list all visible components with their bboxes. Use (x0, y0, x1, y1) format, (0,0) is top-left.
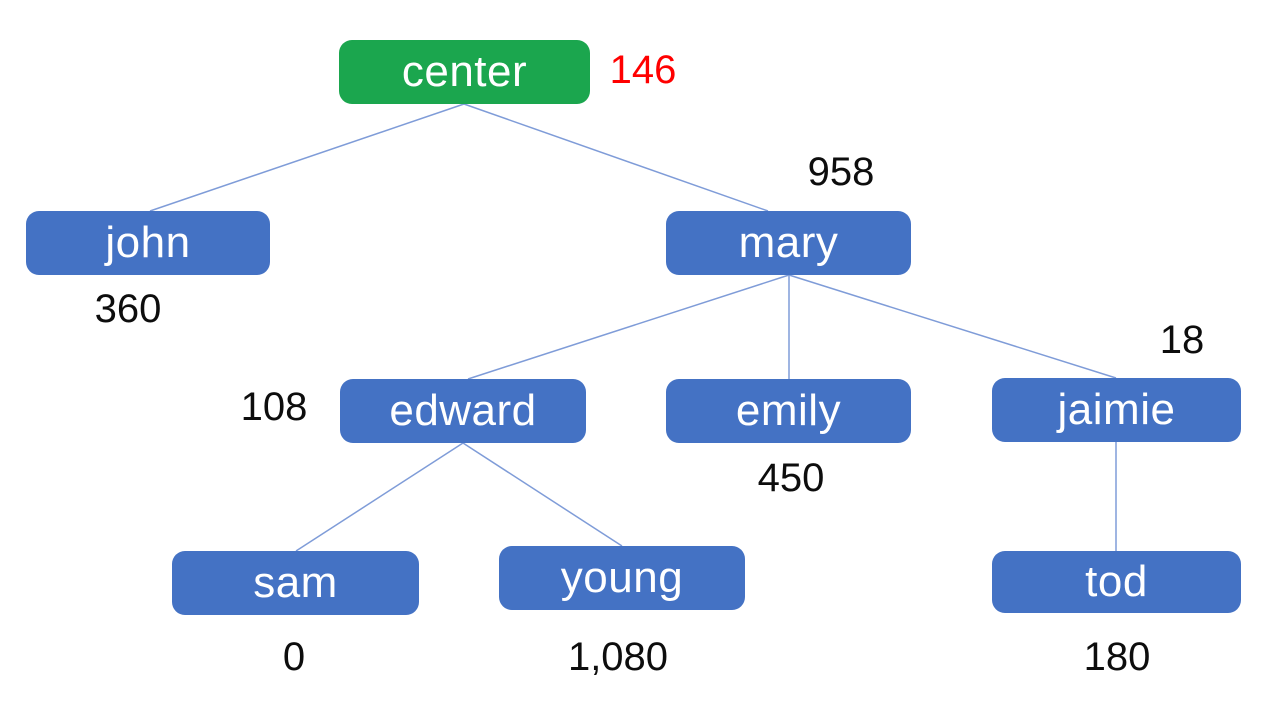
value-center: 146 (609, 48, 677, 92)
node-emily-label: emily (735, 386, 842, 435)
value-john: 360 (94, 287, 162, 331)
node-sam[interactable]: sam (172, 551, 419, 615)
edge-mary-jaimie (788, 274, 1117, 379)
value-emily: 450 (757, 456, 825, 500)
edge-edward-sam (295, 442, 464, 552)
value-jaimie: 18 (1159, 318, 1205, 362)
node-jaimie[interactable]: jaimie (992, 378, 1241, 442)
node-john-label: john (105, 218, 191, 267)
edge-center-john (149, 103, 465, 212)
value-edward: 108 (240, 385, 308, 429)
node-center-label: center (401, 47, 528, 96)
node-emily[interactable]: emily (666, 379, 911, 443)
node-edward-label: edward (389, 386, 537, 435)
node-tod-label: tod (1085, 557, 1148, 606)
node-sam-label: sam (253, 558, 338, 607)
node-john[interactable]: john (26, 211, 270, 275)
node-mary[interactable]: mary (666, 211, 911, 275)
edge-center-mary (463, 103, 769, 212)
edge-mary-edward (467, 274, 790, 380)
node-young-label: young (560, 553, 684, 602)
node-edward[interactable]: edward (340, 379, 586, 443)
edge-edward-young (462, 442, 623, 547)
node-young[interactable]: young (499, 546, 745, 610)
node-tod[interactable]: tod (992, 551, 1241, 613)
value-mary: 958 (807, 150, 875, 194)
node-center[interactable]: center (339, 40, 590, 104)
node-jaimie-label: jaimie (1057, 385, 1176, 434)
value-sam: 0 (282, 635, 306, 679)
value-tod: 180 (1083, 635, 1151, 679)
value-young: 1,080 (567, 635, 669, 679)
node-mary-label: mary (738, 218, 839, 267)
